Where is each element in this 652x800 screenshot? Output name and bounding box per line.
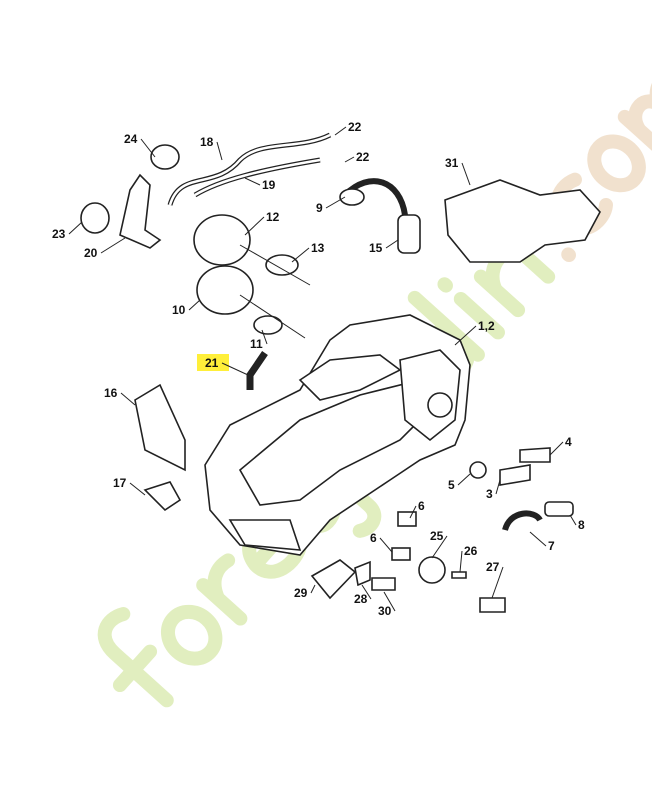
leader-line (495, 479, 501, 495)
leader-line (188, 299, 201, 311)
cover-part-25 (418, 556, 446, 584)
filter-pickup-line-12 (239, 244, 311, 286)
leader-line (334, 126, 347, 136)
hose-part-18 (167, 132, 332, 206)
hose-part-18-inner (168, 133, 331, 206)
flange-part-9 (339, 188, 365, 206)
leader-line (291, 247, 310, 263)
part-label-19: 19 (262, 178, 276, 192)
hose-part-7 (502, 510, 543, 532)
part-label-20: 20 (84, 246, 98, 260)
leader-line (454, 325, 477, 346)
grommet-part-23 (80, 202, 110, 234)
part-label-22: 22 (348, 120, 362, 134)
part-label-29: 29 (294, 586, 308, 600)
leader-line (129, 482, 146, 496)
part-labels: 24 18 22 22 19 9 31 23 20 12 13 15 10 1,2 11 21 16 4 5 3 17 6… (52, 120, 585, 618)
part-label-3: 3 (486, 487, 493, 501)
leader-line (529, 531, 547, 547)
leader-line (569, 514, 577, 526)
leader-line (344, 156, 355, 163)
part-label-1-2: 1,2 (478, 319, 495, 333)
part-label-30: 30 (378, 604, 392, 618)
leader-line (68, 221, 83, 235)
fitting-part-3 (499, 464, 531, 486)
leader-line (379, 537, 393, 553)
pad-part-6a (397, 511, 417, 527)
bracket-part-20 (119, 173, 162, 249)
screw-part-26 (451, 571, 467, 579)
leader-line (459, 550, 463, 573)
leader-line (383, 591, 396, 612)
part-label-17: 17 (113, 476, 127, 490)
part-label-16: 16 (104, 386, 118, 400)
part-label-11: 11 (250, 337, 263, 351)
filter-part-15 (397, 214, 421, 254)
filter-part-10 (196, 265, 254, 315)
part-label-26: 26 (464, 544, 478, 558)
part-label-13: 13 (311, 241, 325, 255)
filter-pickup-line-10 (239, 294, 306, 339)
part-label-15: 15 (369, 241, 383, 255)
sleeve-part-8 (544, 501, 574, 517)
leader-line (244, 216, 265, 236)
leader-line (549, 441, 564, 456)
part-label-28: 28 (354, 592, 368, 606)
leader-line (221, 362, 249, 376)
clip-part-17 (143, 481, 182, 512)
leader-line (310, 584, 316, 594)
leader-line (409, 505, 417, 519)
part-label-22: 22 (356, 150, 370, 164)
leader-line (457, 473, 471, 486)
part-label-27: 27 (486, 560, 500, 574)
part-label-7: 7 (548, 539, 555, 553)
part-label-25: 25 (430, 529, 444, 543)
leader-line (325, 196, 346, 209)
ring-part-13 (265, 254, 299, 276)
part-label-12: 12 (266, 210, 280, 224)
part-label-6: 6 (370, 531, 377, 545)
leader-line (216, 141, 223, 161)
part-label-9: 9 (316, 201, 323, 215)
screw-part-30 (371, 577, 396, 591)
leader-line (244, 177, 261, 186)
part-label-10: 10 (172, 303, 186, 317)
hose-part-21 (246, 351, 268, 390)
fitting-part-4 (519, 447, 551, 463)
part-label-6: 6 (418, 499, 425, 513)
leader-line (491, 566, 504, 599)
highlight-part-21 (197, 354, 229, 371)
leader-line (385, 239, 399, 249)
valve-part-24 (150, 144, 180, 170)
part-label-23: 23 (52, 227, 66, 241)
part-label-4: 4 (565, 435, 572, 449)
filter-part-12 (193, 214, 251, 266)
part-label-24: 24 (124, 132, 138, 146)
leader-line (431, 535, 448, 559)
part-label-5: 5 (448, 478, 455, 492)
ring-part-11 (253, 315, 283, 335)
bushing-part-5 (469, 461, 487, 479)
part-label-21: 21 (205, 356, 219, 370)
leader-line (100, 237, 126, 254)
bracket-part-28 (354, 560, 371, 587)
hose-part-19-inner (194, 158, 321, 197)
pad-part-6b (391, 547, 411, 561)
leader-line (361, 584, 372, 600)
part-label-8: 8 (578, 518, 585, 532)
leader-line (140, 138, 156, 158)
grid-part-16 (134, 383, 186, 472)
screw-part-27 (479, 597, 506, 613)
leader-line (261, 329, 268, 345)
gasket-part-29 (310, 559, 357, 600)
leader-line (120, 392, 136, 406)
crankcase-housing (204, 314, 471, 556)
part-label-31: 31 (445, 156, 459, 170)
leader-line (461, 162, 471, 186)
cover-part-31 (444, 179, 601, 263)
part-label-18: 18 (200, 135, 214, 149)
